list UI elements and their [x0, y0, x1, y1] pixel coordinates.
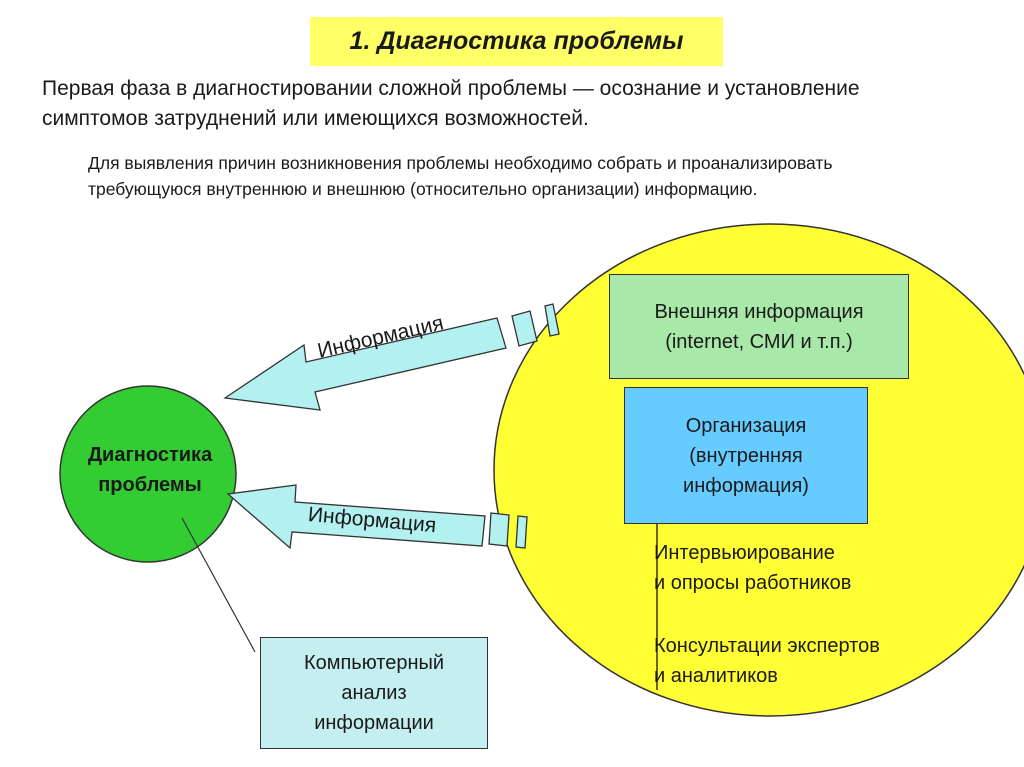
- computer-line1: Компьютерный: [303, 652, 445, 674]
- organization-line1: Организация: [685, 414, 807, 437]
- sub-paragraph: Для выявления причин возникновения пробл…: [88, 153, 833, 199]
- organization-line2: (внутренняя: [689, 444, 803, 467]
- slide-title: 1. Диагностика проблемы: [310, 17, 723, 66]
- interview-line1: Интервьюирование: [654, 542, 835, 564]
- connector-line-computer: [181, 517, 256, 653]
- organization-box: Организация (внутренняя информация): [624, 387, 868, 524]
- external-info-box: Внешняя информация (internet, СМИ и т.п.…: [609, 274, 909, 379]
- consult-line1: Консультации экспертов: [654, 635, 880, 657]
- computer-line3: информации: [314, 712, 434, 734]
- diagnosis-line2: проблемы: [98, 474, 202, 496]
- diagnosis-line1: Диагностика: [87, 444, 213, 466]
- organization-line3: информация): [683, 474, 809, 497]
- diagnosis-label: Диагностика проблемы: [60, 440, 240, 500]
- arrow-information-top: [223, 303, 560, 411]
- diagnosis-circle: [59, 385, 237, 563]
- interview-line2: и опросы работников: [654, 572, 852, 594]
- consult-text: Консультации экспертов и аналитиков: [654, 631, 880, 691]
- interview-text: Интервьюирование и опросы работников: [654, 538, 851, 598]
- computer-line2: анализ: [341, 682, 407, 704]
- intro-paragraph: Первая фаза в диагностировании сложной п…: [42, 77, 860, 130]
- external-info-line2: (internet, СМИ и т.п.): [665, 330, 853, 353]
- consult-line2: и аналитиков: [654, 665, 778, 687]
- external-info-line1: Внешняя информация: [654, 300, 864, 323]
- arrow-information-bottom: [226, 484, 528, 550]
- computer-analysis-box: Компьютерный анализ информации: [260, 637, 488, 749]
